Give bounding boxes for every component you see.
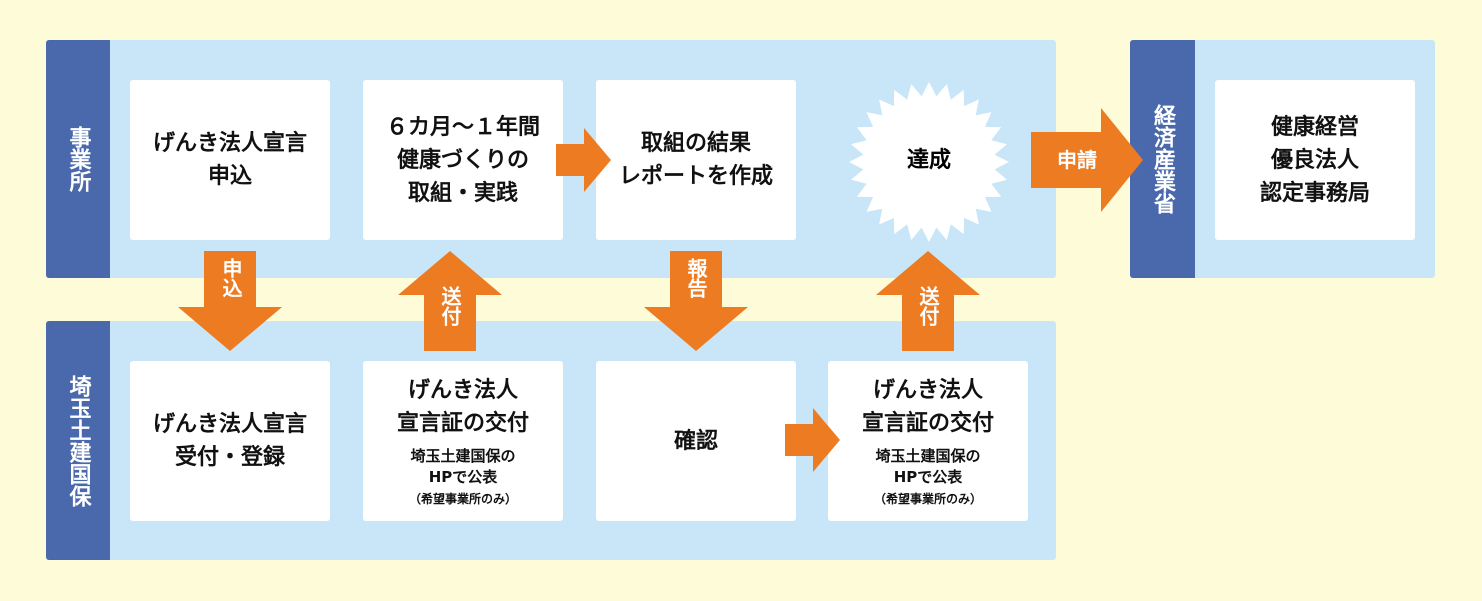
ministry-office-box: 健康経営 優良法人 認定事務局 bbox=[1215, 80, 1415, 240]
receive-box: げんき法人宣言 受付・登録 bbox=[130, 361, 330, 521]
certificate-1-sub: （希望事業所のみ） bbox=[408, 492, 517, 506]
report-down-arrow bbox=[644, 251, 748, 351]
ministry-label: 経済産業省 bbox=[1130, 40, 1195, 278]
send-up-arrow-2 bbox=[876, 251, 980, 351]
union-row-label-text: 埼玉土建国保 bbox=[65, 374, 91, 507]
practice-box-line1: ６カ月～１年間 bbox=[385, 114, 540, 140]
certificate-2-note-line2: HPで公表 bbox=[893, 468, 963, 486]
certificate-1-title-line2: 宣言証の交付 bbox=[396, 411, 529, 436]
practice-box-line2: 健康づくりの bbox=[396, 147, 529, 173]
right-arrow-to-certificate-2 bbox=[785, 408, 840, 472]
ministry-label-text: 経済産業省 bbox=[1150, 104, 1175, 214]
achievement-starburst bbox=[849, 82, 1009, 242]
business-row-label-text: 事業所 bbox=[65, 126, 91, 192]
report-box-line2: レポートを作成 bbox=[618, 164, 773, 189]
certificate-2-title-line2: 宣言証の交付 bbox=[861, 411, 994, 436]
certificate-2-sub: （希望事業所のみ） bbox=[873, 492, 982, 506]
send-up-arrow-2-label: 送付 bbox=[916, 286, 940, 326]
send-up-arrow-1 bbox=[398, 251, 502, 351]
right-arrow-practice-to-report bbox=[556, 128, 611, 192]
certificate-2-note-line1: 埼玉土建国保の bbox=[875, 447, 981, 465]
apply-box-line1: げんき法人宣言 bbox=[152, 131, 307, 156]
report-down-arrow-label: 報告 bbox=[684, 258, 708, 298]
ministry-office-line3: 認定事務局 bbox=[1259, 180, 1370, 206]
practice-box: ６カ月～１年間 健康づくりの 取組・実践 bbox=[363, 80, 563, 240]
certificate-box-2: げんき法人 宣言証の交付 埼玉土建国保の HPで公表 （希望事業所のみ） bbox=[828, 361, 1028, 521]
certificate-1-title-line1: げんき法人 bbox=[407, 378, 518, 403]
practice-box-line3: 取組・実践 bbox=[407, 180, 518, 206]
certificate-1-note-line2: HPで公表 bbox=[428, 468, 498, 486]
request-arrow-label: 申請 bbox=[1057, 148, 1097, 172]
certificate-2-title-line1: げんき法人 bbox=[872, 378, 983, 403]
report-box: 取組の結果 レポートを作成 bbox=[596, 80, 796, 240]
receive-box-line2: 受付・登録 bbox=[174, 445, 285, 470]
apply-box-line2: 申込 bbox=[207, 164, 252, 189]
report-box-line1: 取組の結果 bbox=[640, 131, 751, 156]
certificate-1-note-line1: 埼玉土建国保の bbox=[410, 447, 516, 465]
achievement-text: 達成 bbox=[906, 148, 951, 173]
apply-down-arrow-label: 申込 bbox=[219, 258, 243, 298]
receive-box-line1: げんき法人宣言 bbox=[152, 412, 307, 437]
confirm-box-text: 確認 bbox=[673, 428, 718, 454]
business-row-label: 事業所 bbox=[46, 40, 110, 278]
apply-down-arrow bbox=[178, 251, 282, 351]
confirm-box: 確認 bbox=[596, 361, 796, 521]
request-arrow bbox=[1031, 108, 1143, 212]
ministry-office-line1: 健康経営 bbox=[1270, 114, 1359, 140]
apply-box: げんき法人宣言 申込 bbox=[130, 80, 330, 240]
ministry-office-line2: 優良法人 bbox=[1270, 147, 1359, 173]
send-up-arrow-1-label: 送付 bbox=[438, 286, 462, 326]
union-row-label: 埼玉土建国保 bbox=[46, 321, 110, 560]
certificate-box-1: げんき法人 宣言証の交付 埼玉土建国保の HPで公表 （希望事業所のみ） bbox=[363, 361, 563, 521]
